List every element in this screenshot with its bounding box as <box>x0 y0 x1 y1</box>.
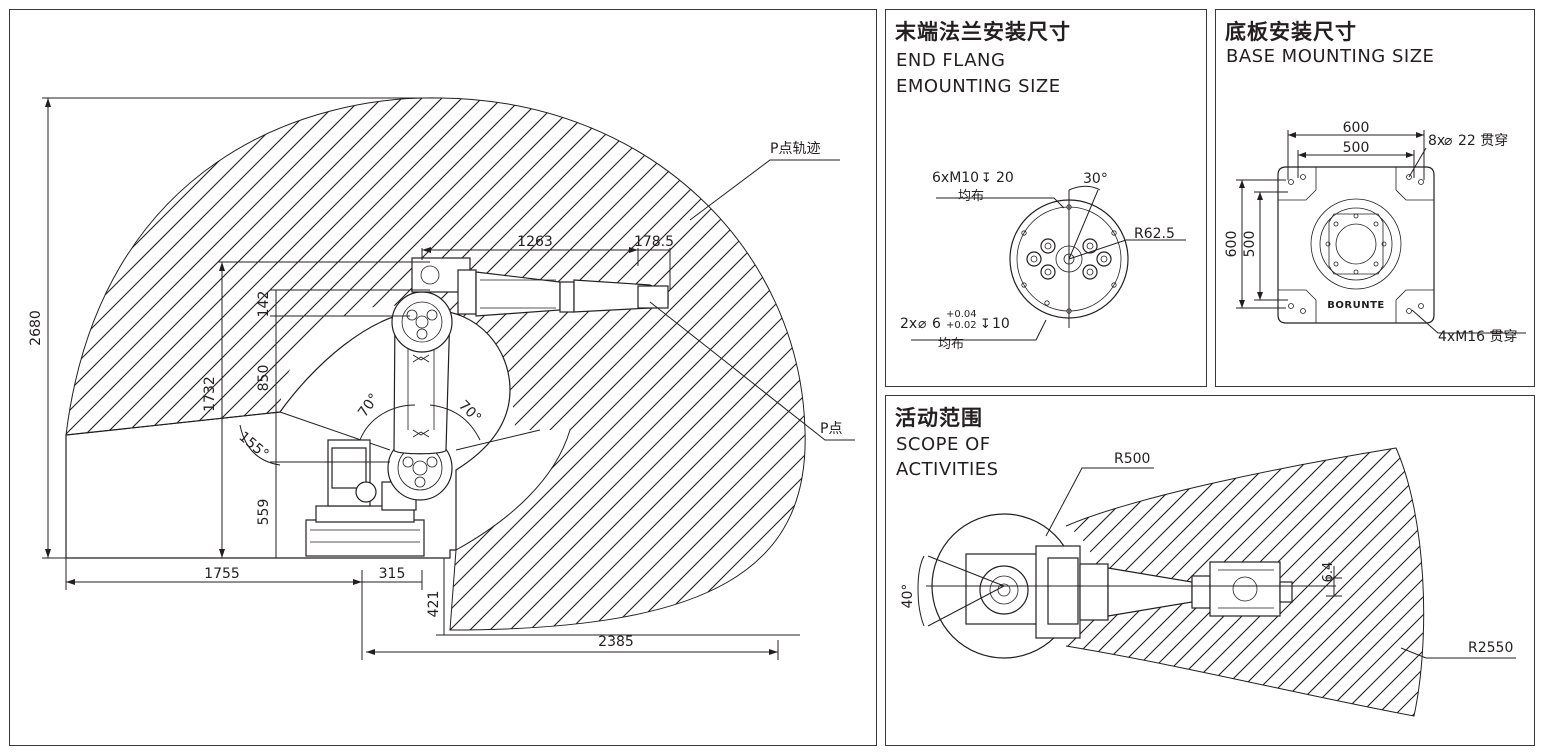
boundary-line-left-2 <box>279 411 391 451</box>
base-mounting-drawing: 600 500 600 500 8x ⌀ 22 贯穿 4xM16 贯穿 BORU… <box>1224 120 1526 345</box>
dim-315: 315 <box>379 566 406 582</box>
working-range-drawing: 2680 1732 142 850 559 1263 178.5 1755 31… <box>28 97 855 660</box>
boundary-line-left <box>65 411 281 436</box>
thread-depth: 20 <box>996 170 1014 186</box>
end-flange-title-en-1: END FLANG <box>896 50 1006 71</box>
end-flange-drawing: 6xM10 ↧ 20 均布 30° R62.5 2x ⌀ 6 +0.04 +0.… <box>900 170 1186 352</box>
dim-559: 559 <box>256 499 272 526</box>
base-height-inner: 500 <box>1242 231 1258 258</box>
base-mounting-panel: 底板安装尺寸 BASE MOUNTING SIZE <box>1215 9 1535 387</box>
dim-142: 142 <box>256 291 272 318</box>
scope-drawing: R500 R2550 40° 6.4 <box>900 447 1516 717</box>
workspace-outline <box>65 97 806 631</box>
end-flange-title-cn: 末端法兰安装尺寸 <box>895 20 1071 44</box>
thread-spec: 6xM10 <box>932 170 979 186</box>
base-mounting-holes <box>1288 174 1424 314</box>
dim-2385: 2385 <box>598 634 634 650</box>
base-width-outer: 600 <box>1343 120 1370 136</box>
scope-r2550: R2550 <box>1468 640 1513 656</box>
tolerance-upper: +0.04 <box>946 309 977 320</box>
working-range-panel: 2680 1732 142 850 559 1263 178.5 1755 31… <box>9 9 877 746</box>
pin-diameter: 6 <box>932 316 941 332</box>
base-title-cn: 底板安装尺寸 <box>1225 20 1357 44</box>
label-p-point: P点 <box>820 421 842 437</box>
pin-depth-symbol: ↧ <box>980 317 991 332</box>
flange-angle: 30° <box>1083 171 1108 187</box>
base-brand-logo: BORUNTE <box>1327 300 1384 311</box>
thread-distribution: 均布 <box>958 189 984 204</box>
diameter-symbol: ⌀ <box>918 316 927 332</box>
dimension-lines <box>42 97 855 660</box>
base-height-outer: 600 <box>1224 231 1240 258</box>
base-holes-diameter: 22 贯穿 <box>1458 133 1508 149</box>
arrowheads <box>45 98 778 655</box>
scope-r500: R500 <box>1114 451 1150 467</box>
boundary-line-right <box>455 429 541 451</box>
pin-spec-prefix: 2x <box>900 316 917 332</box>
base-threads: 4xM16 贯穿 <box>1438 329 1518 345</box>
robot-upper-joint <box>391 291 453 353</box>
dim-850: 850 <box>256 365 272 392</box>
scope-dimension-lines <box>917 467 1516 659</box>
scope-title-en-2: ACTIVITIES <box>896 459 999 480</box>
robot-base <box>305 439 425 557</box>
base-diameter-symbol: ⌀ <box>1444 133 1453 149</box>
pin-depth: 10 <box>992 316 1010 332</box>
flange-radius: R62.5 <box>1134 226 1175 242</box>
flange-dimension-lines <box>911 185 1186 341</box>
scope-title-cn: 活动范围 <box>895 406 983 430</box>
base-arrowheads <box>1239 132 1424 308</box>
scope-offset-6-4: 6.4 <box>1321 562 1336 583</box>
base-title-en: BASE MOUNTING SIZE <box>1226 46 1435 67</box>
dim-1732: 1732 <box>202 376 218 412</box>
robot-forearm <box>411 257 669 317</box>
thread-depth-symbol: ↧ <box>981 171 992 186</box>
scope-panel: 活动范围 SCOPE OF ACTIVITIES <box>885 395 1535 746</box>
dim-total-height: 2680 <box>28 310 44 346</box>
end-flange-title-en-2: EMOUNTING SIZE <box>896 76 1061 97</box>
pin-distribution: 均布 <box>938 337 964 352</box>
label-p-trajectory: P点轨迹 <box>770 141 820 157</box>
flange-bolt-holes <box>1026 238 1112 280</box>
base-dimension-lines <box>1236 130 1526 334</box>
base-width-inner: 500 <box>1343 140 1370 156</box>
end-flange-panel: 末端法兰安装尺寸 END FLANG EMOUNTING SIZE <box>885 9 1207 387</box>
scope-robot-top-view <box>965 545 1293 639</box>
scope-title-en-1: SCOPE OF <box>896 434 991 455</box>
dim-1263: 1263 <box>517 234 553 250</box>
tolerance-lower: +0.02 <box>946 320 977 331</box>
scope-outer-boundary <box>1065 447 1425 717</box>
dim-421: 421 <box>426 591 442 618</box>
dim-1755: 1755 <box>204 566 240 582</box>
dim-178: 178.5 <box>634 234 674 250</box>
scope-angle-40: 40° <box>900 584 916 609</box>
base-holes-count: 8x <box>1428 133 1445 149</box>
